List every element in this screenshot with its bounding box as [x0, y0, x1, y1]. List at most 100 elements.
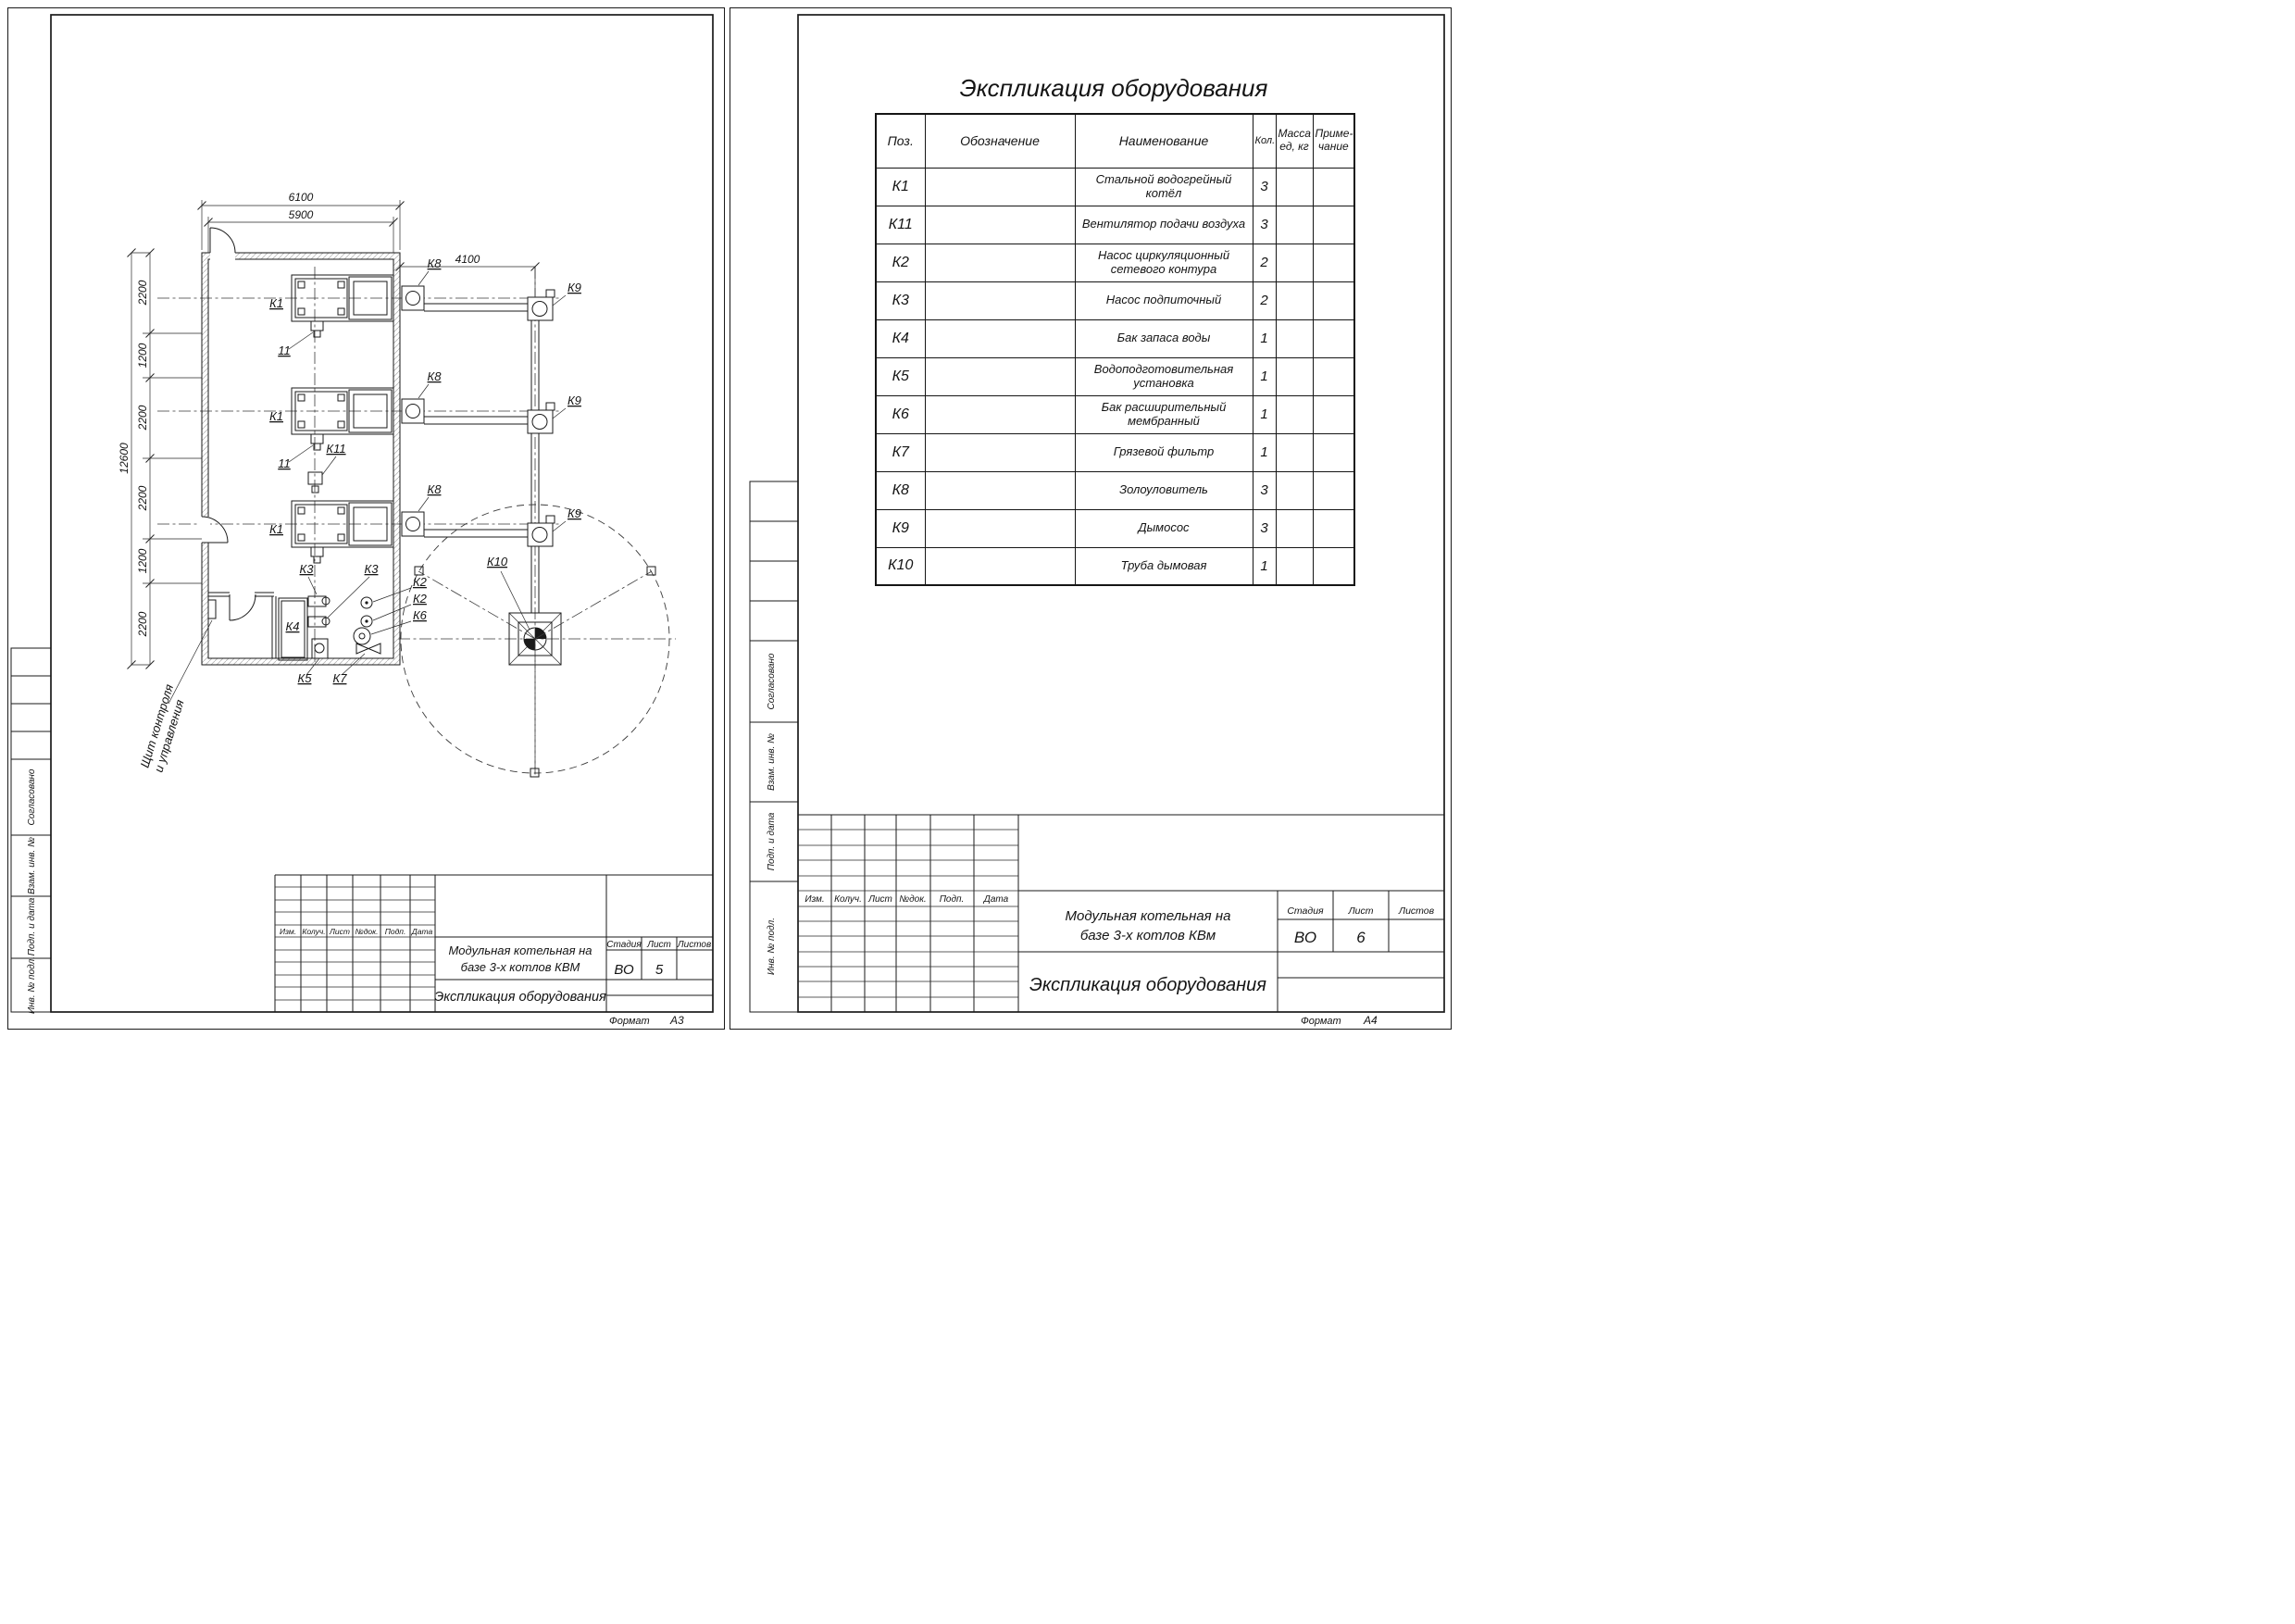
door-opening-left: [200, 517, 210, 543]
partition-walls: [208, 592, 277, 658]
flue-ducts: [424, 303, 528, 538]
label-k1-2: К1: [269, 409, 283, 423]
rev-hdr-podp: Подп.: [940, 894, 965, 905]
rev-hdr-podp: Подп.: [385, 927, 406, 936]
stamp-sign-date: Подп. и дата: [767, 812, 777, 870]
format-value: А3: [669, 1014, 684, 1027]
ash-collector-2: [401, 398, 425, 424]
format-value: А4: [1363, 1014, 1378, 1027]
sheet-border: [730, 7, 1452, 1030]
col-header-pos: Поз.: [875, 113, 926, 169]
sheet-number: 5: [655, 962, 664, 978]
label-k5: К5: [298, 671, 313, 685]
stage-label: Стадия: [606, 940, 642, 950]
project-name-line2: базе 3-х котлов КВм: [1080, 928, 1216, 943]
rev-hdr-izm: Изм.: [804, 894, 824, 905]
label-k11: К11: [326, 442, 345, 456]
doc-title: Экспликация оборудования: [1029, 975, 1266, 995]
door-swing-left: [201, 516, 229, 543]
label-k9-3: К9: [568, 506, 581, 520]
boiler-3: [291, 500, 394, 564]
label-k4: К4: [286, 619, 300, 633]
rev-hdr-data: Дата: [411, 927, 433, 936]
label-k1-3: К1: [269, 522, 283, 536]
sheet-border: [7, 7, 725, 1030]
dim-2200-3: 2200: [136, 485, 149, 511]
flue-riser: [530, 320, 540, 613]
boiler-house-plan: К1 К1 К1 11 11 К11 К8 К8 К8 К9 К9 К9 К10…: [118, 191, 676, 778]
label-k3-2: К3: [365, 562, 380, 576]
col-header-qty: Кол.: [1252, 113, 1277, 169]
label-k6: К6: [413, 608, 428, 622]
project-name-line1: Модульная котельная на: [448, 943, 592, 957]
label-k7: К7: [333, 671, 348, 685]
control-panel: [207, 599, 217, 619]
rev-hdr-data: Дата: [983, 894, 1009, 905]
col-header-mass: Масса ед, кг: [1275, 113, 1314, 169]
dim-2200-4: 2200: [136, 611, 149, 637]
sheet-frame: [50, 14, 714, 1013]
equipment-spec-table: Поз. Обозначение Наименование Кол. Масса…: [875, 113, 1355, 586]
stage-value: ВО: [1294, 929, 1316, 946]
label-axis-2: 11: [278, 456, 291, 470]
sheet-label: Лист: [646, 940, 671, 950]
boiler-2: [291, 387, 394, 451]
air-fan-unit: [307, 471, 323, 493]
col-header-designation: Обозначение: [924, 113, 1076, 169]
rev-hdr-izm: Изм.: [280, 927, 296, 936]
sheet-label: Лист: [1347, 906, 1373, 917]
rev-hdr-ndok: №док.: [899, 894, 926, 905]
project-name-line2: базе 3-х котлов КВМ: [461, 960, 580, 974]
label-k9-1: К9: [568, 281, 581, 294]
guy-wire-circle: [400, 504, 670, 778]
dim-2200-1: 2200: [136, 280, 149, 306]
left-margin-stamps: Согласовано Взам. инв. № Подп. и дата Ин…: [749, 481, 799, 1013]
label-k9-2: К9: [568, 394, 581, 407]
stamp-repl-inv: Взам. инв. №: [767, 733, 777, 791]
stamp-repl-inv: Взам. инв. №: [27, 837, 37, 894]
mass-header-line2: ед, кг: [1279, 140, 1309, 154]
left-sheet: Согласовано Взам. инв. № Подп. и дата Ин…: [7, 7, 725, 1030]
door-swing-top: [209, 227, 236, 254]
col-header-name: Наименование: [1074, 113, 1254, 169]
format-label: Формат: [609, 1016, 650, 1027]
stage-label: Стадия: [1287, 906, 1324, 917]
pump-cluster: [307, 595, 381, 659]
dim-1200-2: 1200: [136, 548, 149, 573]
right-sheet: Согласовано Взам. инв. № Подп. и дата Ин…: [730, 7, 1452, 1030]
stamp-sign-date: Подп. и дата: [27, 897, 37, 956]
mass-header-line1: Масса: [1278, 127, 1311, 141]
rev-hdr-list: Лист: [867, 894, 892, 905]
sheets-label: Листов: [677, 940, 711, 950]
note-header-line1: Приме-: [1315, 127, 1353, 141]
note-header-line2: чание: [1317, 140, 1349, 154]
label-axis-1: 11: [278, 344, 291, 357]
rev-hdr-list: Лист: [329, 927, 350, 936]
dim-4100: 4100: [455, 253, 480, 266]
doc-title: Экспликация оборудования: [434, 990, 606, 1005]
dimensions: 6100 5900 4100 2200 1200 2200 2200 1200 …: [118, 191, 540, 669]
stamp-agreed: Согласовано: [767, 653, 777, 709]
left-title-block: Изм. Колуч. Лист №док. Подп. Дата Модуль…: [274, 874, 713, 1027]
spec-title: Экспликация оборудования: [960, 74, 1268, 102]
control-panel-leader: [168, 619, 213, 705]
label-k2-2: К2: [413, 592, 428, 606]
col-header-note: Приме- чание: [1312, 113, 1355, 169]
format-label: Формат: [1301, 1016, 1341, 1027]
label-k8-1: К8: [428, 256, 443, 270]
water-tank: [278, 597, 308, 661]
dim-6100: 6100: [289, 191, 314, 204]
stamp-inv-orig: Инв. № подл.: [27, 956, 37, 1014]
sheets-label: Листов: [1398, 906, 1435, 917]
label-k1-1: К1: [269, 296, 283, 310]
